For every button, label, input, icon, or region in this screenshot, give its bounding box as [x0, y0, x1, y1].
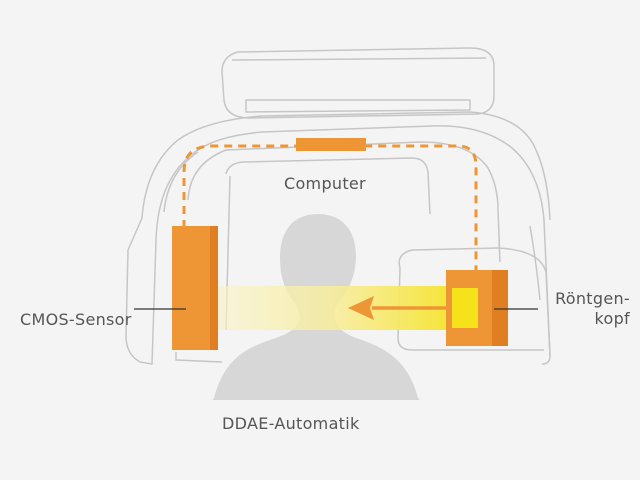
xray-head-block — [446, 270, 508, 346]
signal-path-dashed — [182, 144, 478, 272]
label-cmos-sensor: CMOS-Sensor — [20, 310, 132, 329]
device-c-arm — [125, 111, 551, 365]
label-roentgen-line2: kopf — [594, 309, 630, 328]
label-ddae-automatik: DDAE-Automatik — [222, 414, 360, 433]
label-roentgen-line1: Röntgen- — [555, 289, 630, 308]
label-computer: Computer — [284, 174, 366, 193]
device-top-arm — [221, 47, 495, 119]
label-roentgenkopf: Röntgen- kopf — [555, 289, 630, 329]
computer-unit — [296, 138, 366, 151]
arrow-left-icon — [348, 296, 446, 320]
cmos-sensor-block — [172, 226, 218, 350]
